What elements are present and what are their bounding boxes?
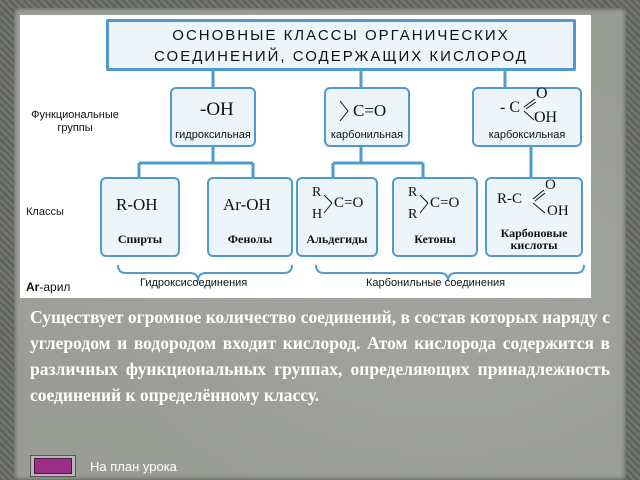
ketones-r2: R <box>408 207 418 222</box>
group-carbonyl: C=O карбонильная <box>324 87 410 147</box>
diagram-title: ОСНОВНЫЕ КЛАССЫ ОРГАНИЧЕСКИХ СОЕДИНЕНИЙ,… <box>106 19 576 71</box>
hydroxyl-formula: -OH <box>200 99 234 120</box>
group-hydroxyl: -OH гидроксильная <box>170 87 256 147</box>
nav-button[interactable] <box>30 455 76 477</box>
class-aldehydes: R H C=O Альдегиды <box>296 177 378 257</box>
bracket-label-carbonyl: Карбонильные соединения <box>366 277 506 289</box>
row-label-classes: Классы <box>26 206 64 218</box>
phenols-name: Фенолы <box>227 232 273 246</box>
acids-o: O <box>545 177 556 193</box>
alcohols-formula: R-OH <box>116 195 158 214</box>
lesson-plan-link[interactable]: На план урока <box>90 459 177 474</box>
explanation-paragraph: Существует огромное количество соединени… <box>30 307 610 405</box>
diagram-title-line2: СОЕДИНЕНИЙ, СОДЕРЖАЩИХ КИСЛОРОД <box>154 48 528 65</box>
aldehydes-h: H <box>312 207 323 222</box>
diagram-title-line1: ОСНОВНЫЕ КЛАССЫ ОРГАНИЧЕСКИХ <box>172 27 510 44</box>
carboxyl-o: O <box>536 85 548 102</box>
aldehydes-name: Альдегиды <box>306 232 368 246</box>
nav-button-face <box>34 458 72 474</box>
acids-bonds <box>532 189 546 214</box>
ketones-r1: R <box>408 185 418 200</box>
ketones-bonds <box>419 194 429 214</box>
connector-lines <box>117 71 585 282</box>
ketones-core: C=O <box>430 195 460 211</box>
bracket-label-hydroxy: Гидроксисоединения <box>140 277 248 289</box>
carboxyl-bonds <box>523 98 537 121</box>
alcohols-name: Спирты <box>117 232 163 246</box>
ketones-name: Кетоны <box>414 232 456 246</box>
classification-diagram: ОСНОВНЫЕ КЛАССЫ ОРГАНИЧЕСКИХ СОЕДИНЕНИЙ,… <box>20 15 591 298</box>
carbonyl-caption: карбонильная <box>330 129 404 141</box>
carboxyl-c: - C <box>500 99 520 116</box>
class-alcohols: R-OH Спирты <box>100 177 180 257</box>
aldehydes-r: R <box>312 185 322 200</box>
acids-oh: OH <box>547 203 569 219</box>
carboxyl-caption: карбоксильная <box>488 129 566 141</box>
aldehydes-core: C=O <box>334 195 364 211</box>
carbonyl-bonds <box>339 100 349 122</box>
phenols-formula: Ar-OH <box>223 195 271 214</box>
class-carboxylic-acids: R-C O OH Карбоновые кислоты <box>485 177 583 257</box>
group-carboxyl: - C O OH карбоксильная <box>472 85 582 147</box>
carboxyl-oh: OH <box>534 109 558 126</box>
aryl-note: Ar-арил <box>26 280 71 294</box>
row-label-functional-groups: Функциональные группы <box>31 109 119 134</box>
acids-name: Карбоновые кислоты <box>500 226 568 252</box>
class-phenols: Ar-OH Фенолы <box>207 177 293 257</box>
class-ketones: R R C=O Кетоны <box>392 177 478 257</box>
hydroxyl-caption: гидроксильная <box>175 129 251 141</box>
acids-rc: R-C <box>497 191 523 207</box>
aldehydes-bonds <box>323 194 333 214</box>
carbonyl-formula: C=O <box>353 101 387 120</box>
